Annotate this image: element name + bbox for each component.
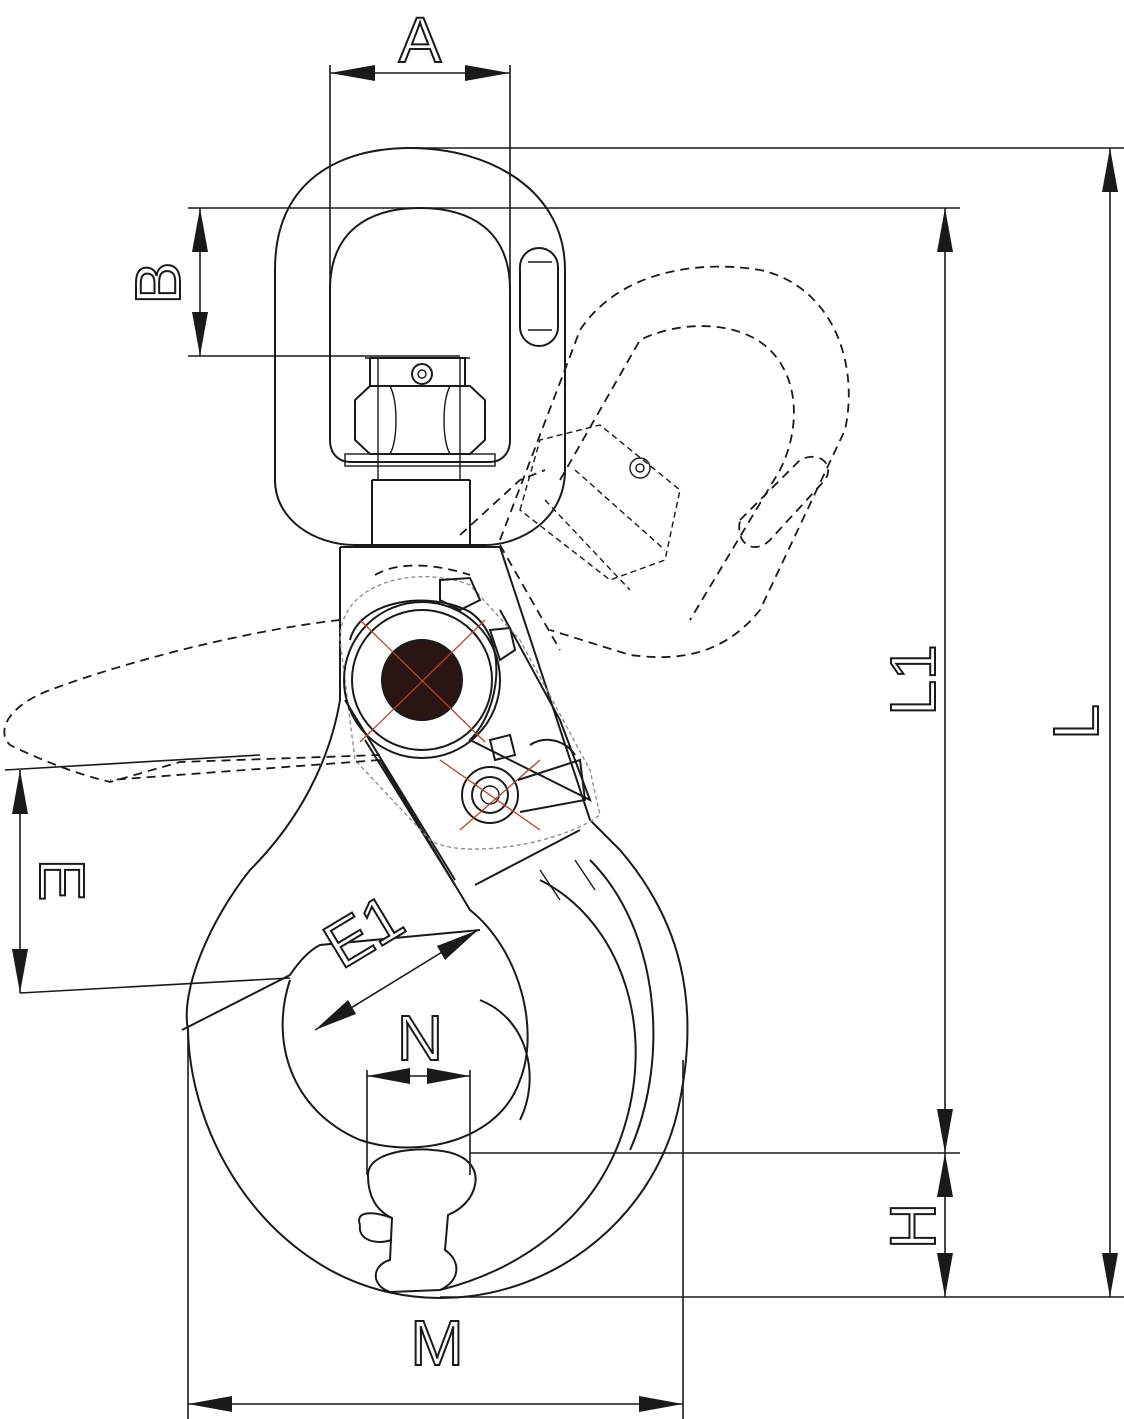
label-N: N [397,1002,443,1074]
label-E: E [26,859,98,902]
label-A: A [399,4,442,76]
label-E1: E1 [312,880,416,982]
dimension-L1: L1 [876,208,953,1153]
dimension-L: L [410,147,1124,1297]
swivel-nut [344,357,496,480]
label-H: H [877,1203,949,1249]
dimension-E1: E1 [311,879,479,1031]
latch-pin [439,758,587,831]
rotated-latch-outline [3,564,471,783]
dimension-A: A [329,3,511,290]
main-pin [343,601,501,759]
hook-body [181,546,689,1300]
hook-shank [340,479,500,548]
dimension-N: N [366,1001,471,1175]
rotated-swivel-outline [459,265,850,659]
label-B: B [122,262,194,305]
dimension-H: H [440,1152,1124,1298]
label-M: M [410,1307,463,1379]
swivel-eye [274,146,566,546]
dimension-E: E [4,754,291,994]
label-L1: L1 [877,644,949,715]
dimension-B: B [121,207,960,357]
label-L: L [1040,704,1112,740]
load-cross-section [358,1148,477,1294]
dimension-M: M [187,1030,684,1419]
